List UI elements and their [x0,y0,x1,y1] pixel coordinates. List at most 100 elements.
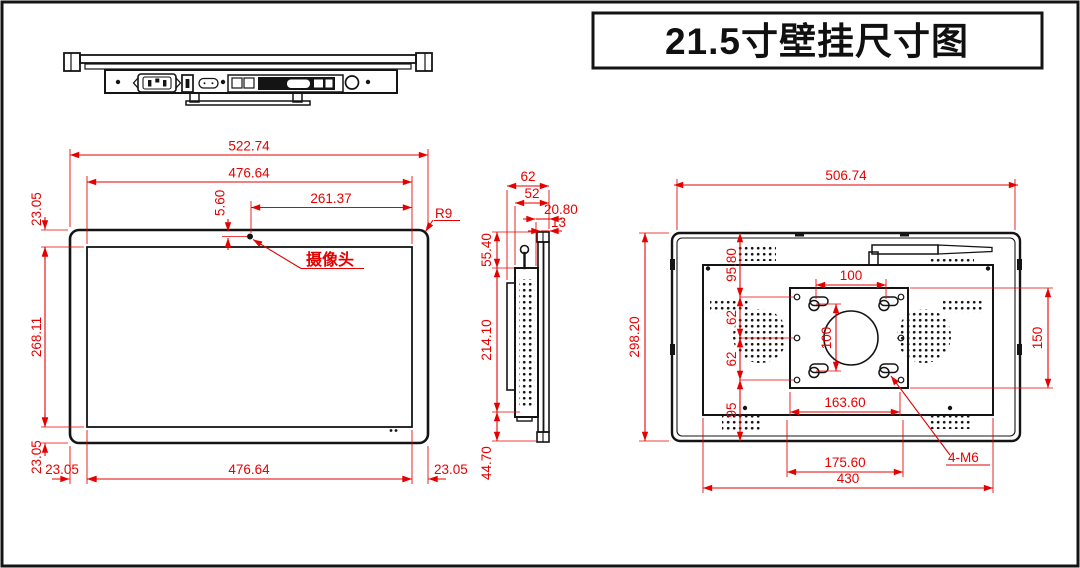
dim-label: 476.64 [228,462,270,477]
title-block: 21.5寸壁挂尺寸图 [591,11,1044,70]
usb-port [231,77,243,89]
case-screw [947,405,953,411]
drawing-title: 21.5寸壁挂尺寸图 [665,21,969,62]
dim-back-overall-width: 506.74 [674,168,1018,230]
case-tick [670,259,675,270]
dim-label: 23.05 [45,462,79,477]
case-tick [795,233,804,237]
plate-screw [897,376,905,384]
dim-label: 62 [520,169,535,184]
back-outer-case [670,231,1022,443]
mount-foot [292,92,303,103]
title-box [591,11,1044,70]
case-tick [1017,259,1022,270]
hdmi-port [314,79,323,88]
plate-screw [793,376,801,384]
plate-screw [793,334,801,342]
dim-label: 52 [524,186,539,201]
panel-screw [115,79,121,85]
dim-label: 100 [840,268,863,283]
front-outer-case [68,228,430,445]
dim-label: 5.60 [213,190,228,216]
vent-holes [943,298,983,313]
screw-spec-label: 4-M6 [948,450,979,465]
plate-screw [793,293,801,301]
dim-label: 23.05 [434,462,468,477]
audio-jack [344,75,360,90]
usb-port [243,77,255,89]
side-foot [516,416,533,422]
dim-label: 522.74 [228,139,270,154]
bar-end-cap-left [63,52,81,72]
dim-label: 214.10 [479,319,494,360]
back-view: 506.74 298.20 95.80 62 62 95 100 [627,168,1053,493]
camera-label: 摄像头 [306,250,354,269]
dim-side-top-offset: 55.40 [479,231,536,269]
front-screen [86,246,413,428]
dim-label: 163.60 [824,395,865,410]
speaker-grille-right [897,309,951,363]
power-switch [181,74,194,93]
dim-mount-width: 430 [702,418,994,493]
dim-slot-span: 175.60 [786,420,904,477]
dim-side-body-depth: 52 [514,186,549,265]
camera-dot [247,233,253,240]
dim-side-panel-thickness: 13 [528,215,566,235]
case-screw [705,266,711,271]
plate-screw [897,293,905,301]
case-tick [1017,344,1022,355]
dim-label: 20.80 [544,202,578,217]
keyhole-slot [878,296,899,312]
case-tick [900,233,909,237]
io-connector-block [227,74,344,93]
side-vent-holes [519,279,535,407]
io-panel [104,69,398,94]
side-antenna-knob [519,244,530,255]
dim-label: 55.40 [479,233,494,267]
dim-front-bottom-margin: 23.05 [29,414,84,474]
dim-label: 261.37 [310,191,351,206]
side-bracket [506,282,516,391]
dim-back-vertical-chain: 95.80 62 62 95 [724,233,794,441]
screw-spec-callout: 4-M6 [890,375,990,466]
dim-label: 23.05 [29,192,44,226]
wifi-antenna [868,244,993,266]
front-view: 522.74 476.64 261.37 5.60 R9 摄像头 [29,139,468,484]
dim-side-bottom-offset: 44.70 [479,412,536,480]
top-view [63,52,433,106]
dim-front-bottom-chain: 23.05 476.64 23.05 [45,430,468,484]
mic-hole [389,429,393,432]
side-view: 62 52 20.80 13 55.40 2 [479,169,578,480]
bar-end-cap-right [415,52,433,72]
dim-label: 100 [819,327,834,350]
dim-label: 62 [724,310,739,325]
vent-holes [738,246,776,261]
back-outer-case-inner-line [676,237,1016,437]
dim-vesa-horizontal: 100 [815,268,887,299]
vesa-plate [789,287,909,389]
dim-label: 298.20 [627,316,642,357]
vent-holes [930,256,974,265]
dim-label: 476.64 [228,166,270,181]
panel-screw [365,79,371,85]
plate-screw [897,334,905,342]
dim-label: 150 [1030,327,1045,350]
dim-label: 268.11 [29,317,44,357]
dim-keyhole-span: 163.60 [789,392,901,416]
serial-port [287,79,310,88]
dim-corner-radius: R9 [425,206,460,232]
dim-front-overall-width: 522.74 [69,139,429,227]
dim-label: 95 [724,402,739,417]
dim-label: 23.05 [29,440,44,474]
display-edge-bar [79,54,417,64]
vga-port [198,77,219,89]
display-edge-strip [84,63,412,70]
dim-label: 44.70 [479,446,494,480]
keyhole-slot [878,363,899,379]
side-panel-layer [542,241,550,433]
dim-camera-from-top: 5.60 [213,190,247,250]
camera-callout: 摄像头 [252,239,364,270]
